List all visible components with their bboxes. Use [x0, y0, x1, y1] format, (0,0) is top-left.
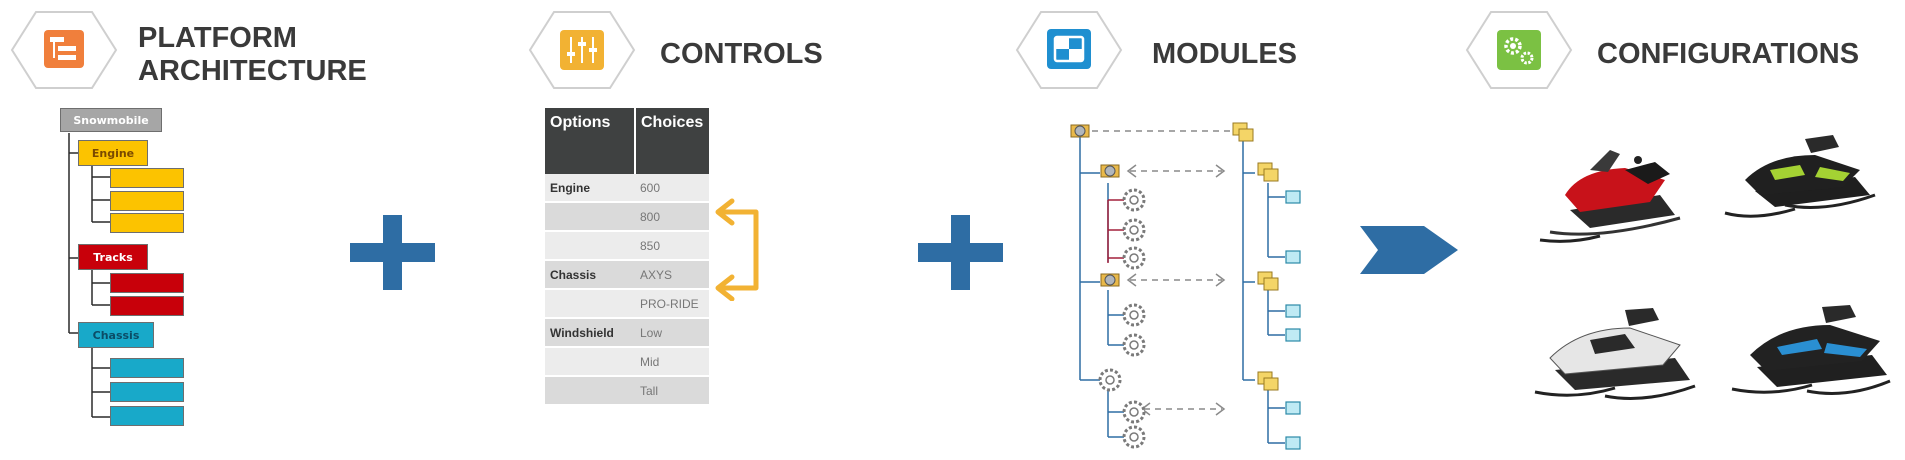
title-line: PLATFORM: [138, 22, 297, 54]
module-group-icon: [1100, 164, 1120, 178]
gear-icon: [1122, 425, 1146, 449]
gear-icon: [1122, 333, 1146, 357]
tree-leaf-node: [110, 406, 184, 426]
hex-badge-controls: [528, 11, 636, 89]
table-cell: Mid: [635, 347, 709, 377]
cube-icon: [1285, 304, 1301, 318]
table-cell: 800: [635, 202, 709, 232]
table-row: Mid: [545, 347, 709, 377]
folder-icon: [1257, 162, 1279, 182]
modules-diagram: [1070, 122, 1301, 450]
module-group-icon: [1100, 273, 1120, 287]
hierarchy-icon: [44, 30, 84, 68]
table-cell: Windshield: [545, 318, 635, 348]
title-line: CONFIGURATIONS: [1597, 38, 1860, 70]
hex-badge-modules: [1015, 11, 1123, 89]
tree-group-node: Tracks: [78, 244, 148, 270]
table-row: 850: [545, 231, 709, 261]
section-title-controls: CONTROLS: [660, 38, 823, 71]
snowmobile-image-green: [1724, 135, 1876, 218]
section-title-modules: MODULES: [1152, 38, 1297, 71]
tree-leaf-node: [110, 168, 184, 188]
snowmobile-image-white: [1534, 308, 1696, 400]
folder-icon: [1257, 371, 1279, 391]
title-line: CONTROLS: [660, 38, 823, 70]
tree-leaf-node: [110, 273, 184, 293]
folder-icon: [1257, 271, 1279, 291]
table-cell: AXYS: [635, 260, 709, 290]
table-header: Choices: [635, 108, 709, 174]
cube-icon: [1285, 328, 1301, 342]
title-line: ARCHITECTURE: [138, 55, 367, 87]
table-cell: Tall: [635, 376, 709, 406]
choice-link-arrow: [715, 198, 759, 301]
table-cell: [545, 376, 635, 406]
table-cell: PRO-RIDE: [635, 289, 709, 319]
tree-leaf-node: [110, 358, 184, 378]
module-root-icon: [1070, 124, 1090, 138]
section-title-configurations: CONFIGURATIONS: [1597, 38, 1859, 71]
plus-icon: [350, 215, 435, 290]
hex-badge-platform: [10, 11, 118, 89]
tree-leaf-node: [110, 296, 184, 316]
table-cell: [545, 202, 635, 232]
plus-icon: [918, 215, 1003, 290]
result-arrow-icon: [1360, 226, 1458, 274]
hex-badge-configurations: [1465, 11, 1573, 89]
table-cell: [545, 231, 635, 261]
title-line: MODULES: [1152, 38, 1297, 70]
modules-icon: [1047, 29, 1091, 69]
table-cell: Engine: [545, 174, 635, 203]
table-row: 800: [545, 202, 709, 232]
cube-icon: [1285, 190, 1301, 204]
gear-icon: [1098, 368, 1122, 392]
tree-group-node: Engine: [78, 140, 148, 166]
gear-icon: [1122, 400, 1146, 424]
folder-icon: [1232, 122, 1254, 142]
section-title-platform: PLATFORM ARCHITECTURE: [138, 22, 367, 88]
table-row: Tall: [545, 376, 709, 406]
snowmobile-image-blue: [1731, 305, 1891, 395]
table-cell: 850: [635, 231, 709, 261]
cube-icon: [1285, 401, 1301, 415]
table-header: Options: [545, 108, 636, 174]
table-cell: 600: [635, 174, 709, 203]
table-cell: Chassis: [545, 260, 635, 290]
table-cell: [545, 289, 635, 319]
gear-icon: [1122, 218, 1146, 242]
tree-leaf-node: [110, 382, 184, 402]
gear-icon: [1122, 188, 1146, 212]
tree-leaf-node: [110, 213, 184, 233]
tree-leaf-node: [110, 191, 184, 211]
gear-icon: [1122, 303, 1146, 327]
tree-root-node: Snowmobile: [60, 108, 162, 132]
table-row: PRO-RIDE: [545, 289, 709, 319]
sliders-icon: [560, 30, 604, 70]
tree-group-node: Chassis: [78, 322, 154, 348]
cube-icon: [1285, 250, 1301, 264]
table-cell: [545, 347, 635, 377]
gears-icon: [1497, 30, 1541, 70]
gear-icon: [1122, 246, 1146, 270]
cube-icon: [1285, 436, 1301, 450]
snowmobile-image-red: [1539, 150, 1681, 243]
table-cell: Low: [635, 318, 709, 348]
